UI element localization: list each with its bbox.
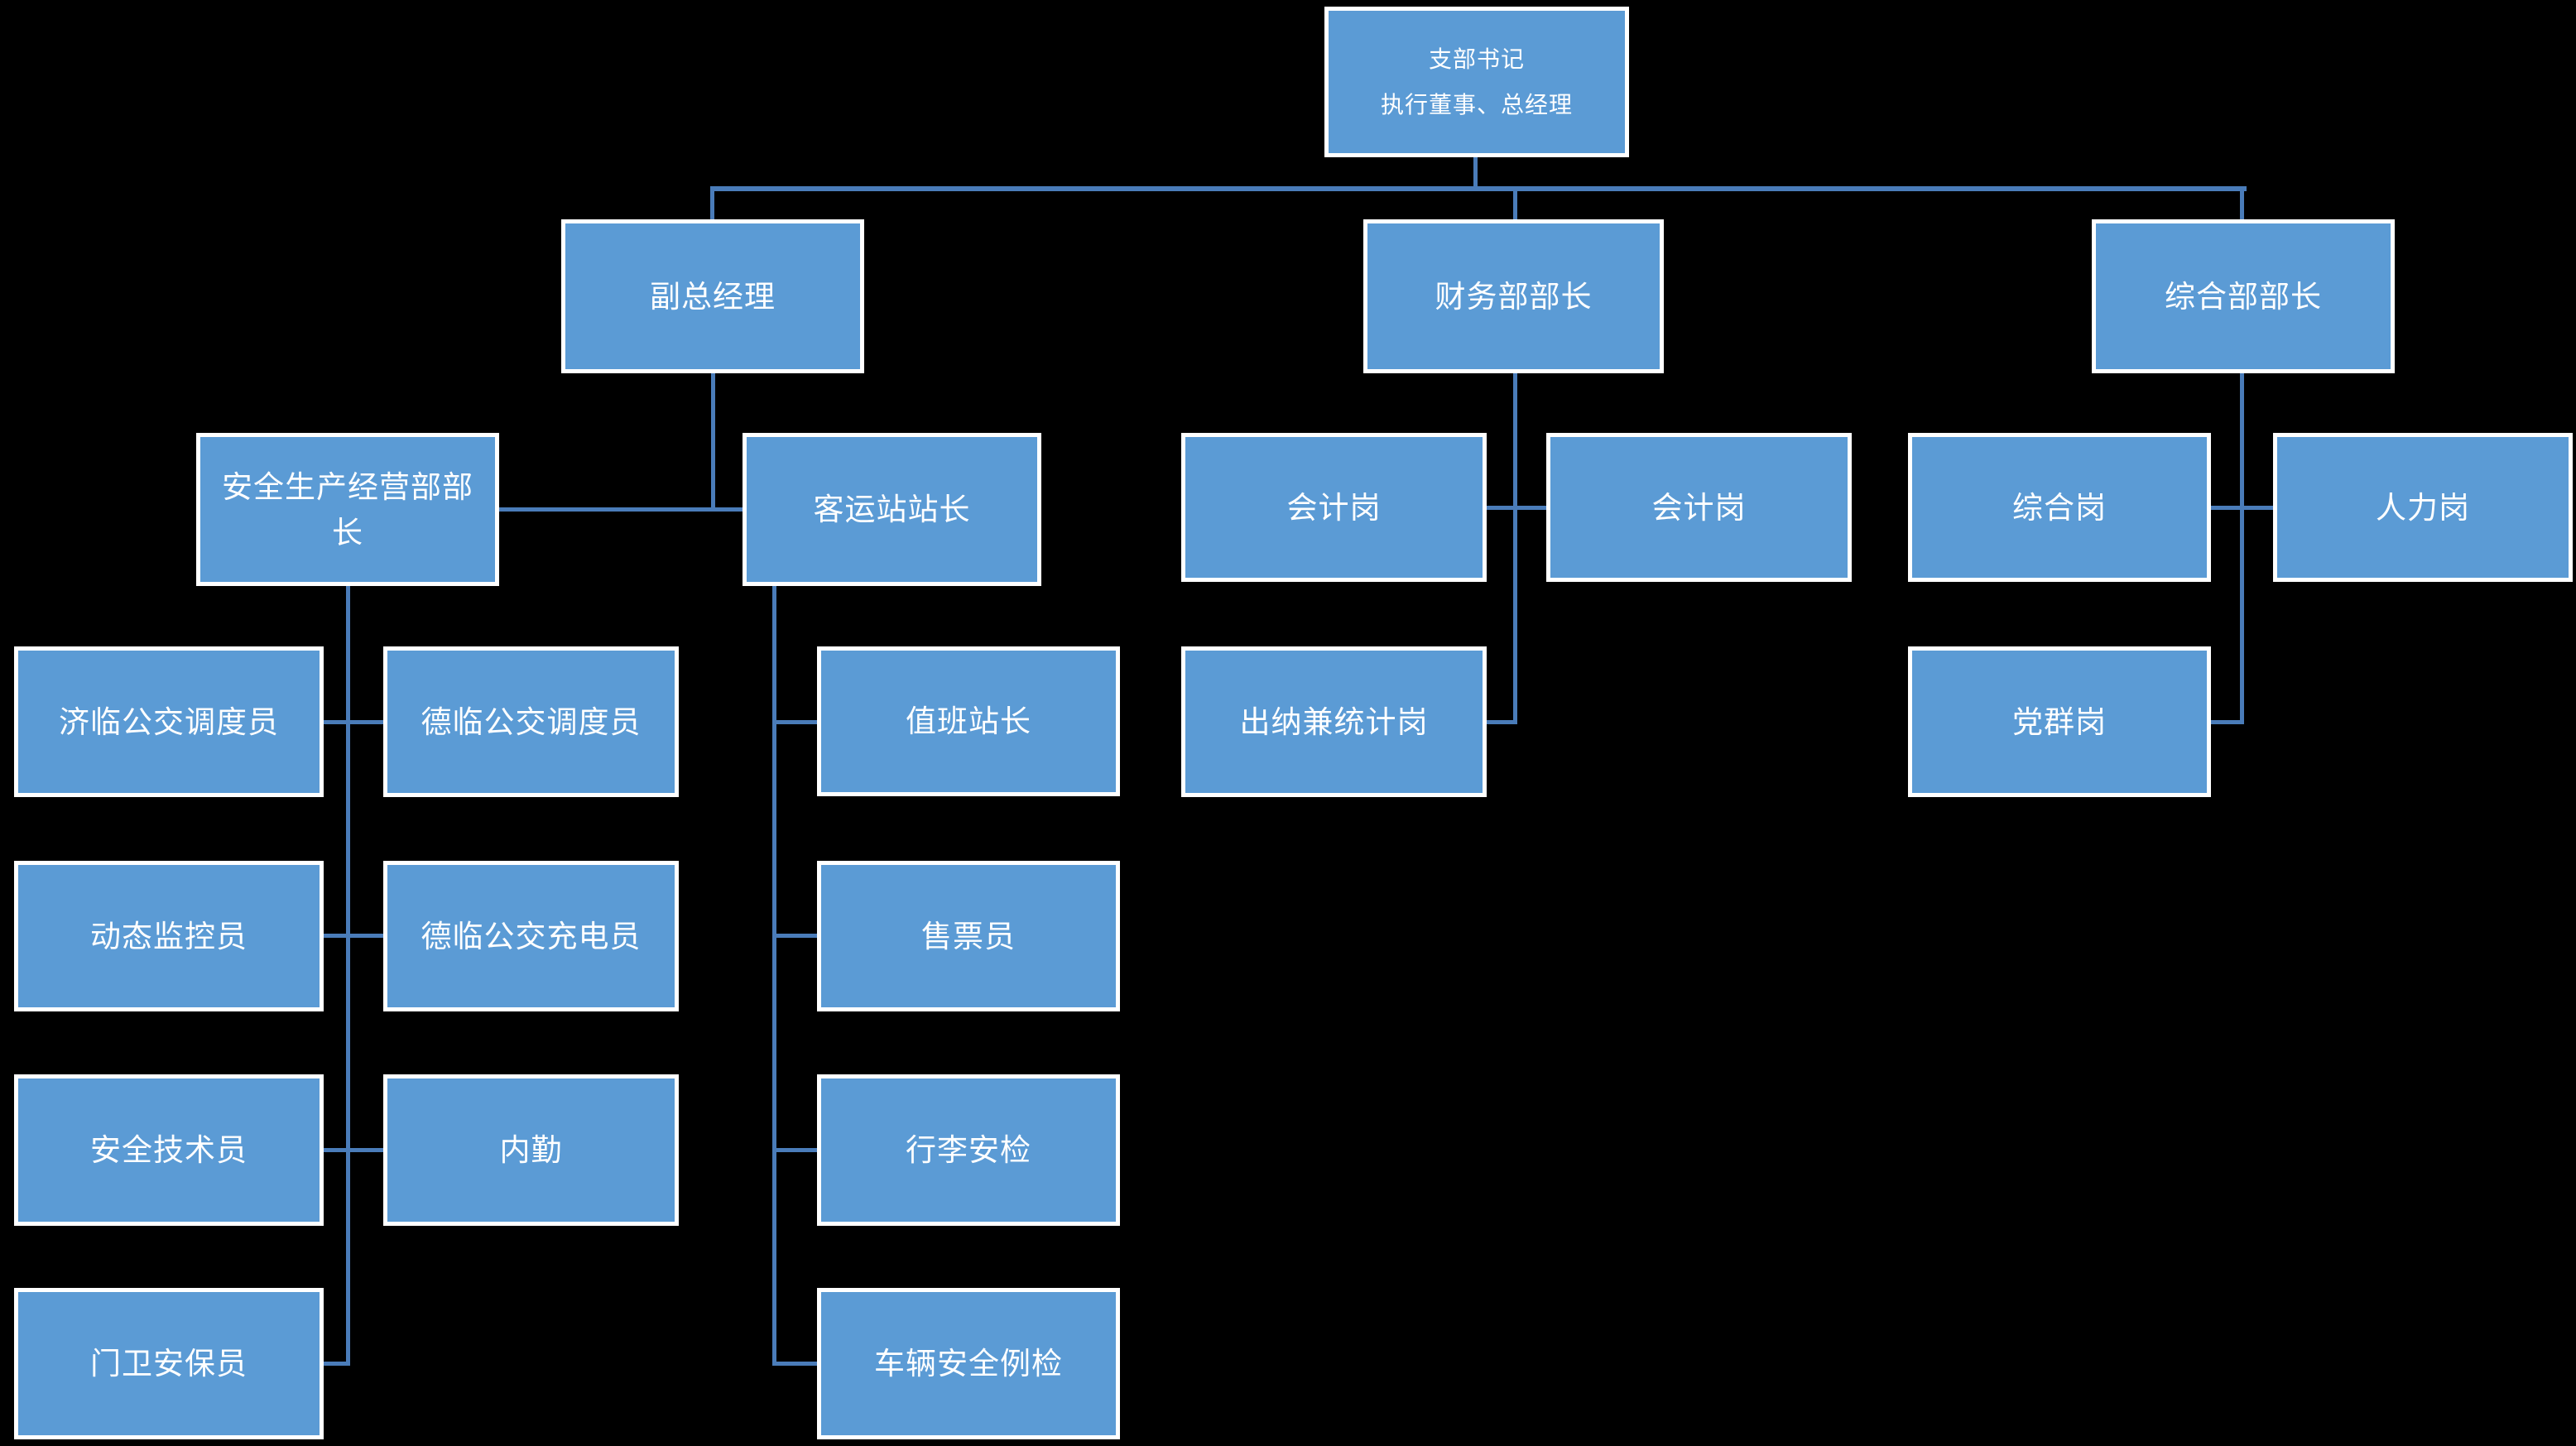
connector-station-stub-row2 [772, 934, 817, 938]
org-node-safety-technician: 安全技术员 [14, 1074, 324, 1226]
org-node-cashier-stat: 出纳兼统计岗 [1181, 646, 1487, 797]
org-node-label: 行李安检 [906, 1133, 1031, 1167]
connector-safety-spine [346, 584, 350, 1366]
org-node-label: 副总经理 [650, 279, 776, 314]
connector-drop-finance-head [1513, 189, 1517, 221]
org-node-hr-post: 人力岗 [2273, 433, 2573, 582]
org-node-label: 济临公交调度员 [59, 704, 279, 739]
org-node-label: 安全技术员 [90, 1133, 248, 1167]
org-node-general-post: 综合岗 [1908, 433, 2211, 582]
connector-general-stub-row1 [2211, 506, 2273, 510]
org-node-label: 动态监控员 [90, 919, 248, 954]
connector-station-stub-row3 [772, 1148, 817, 1152]
org-node-accountant-2: 会计岗 [1546, 433, 1852, 582]
org-node-label: 德临公交充电员 [421, 919, 642, 954]
connector-safety-stub-row2 [324, 934, 383, 938]
connector-deputy-children-bar [499, 507, 743, 512]
org-node-station-head: 客运站站长 [743, 433, 1041, 586]
org-node-gate-guard: 门卫安保员 [14, 1288, 324, 1439]
connector-safety-stub-row3 [324, 1148, 383, 1152]
connector-general-spine [2240, 372, 2244, 724]
org-node-dynamic-monitor: 动态监控员 [14, 861, 324, 1011]
org-node-finance-head: 财务部部长 [1363, 219, 1664, 373]
org-node-party-post: 党群岗 [1908, 646, 2211, 797]
org-node-duty-station-master: 值班站长 [817, 646, 1120, 796]
org-node-label: 党群岗 [2012, 704, 2107, 739]
org-node-label: 门卫安保员 [90, 1347, 248, 1381]
org-node-label: 车辆安全例检 [874, 1347, 1063, 1381]
org-node-delin-dispatcher: 德临公交调度员 [383, 646, 679, 797]
org-node-label: 客运站站长 [813, 492, 971, 526]
connector-station-stub-row1 [772, 720, 817, 724]
org-node-label: 会计岗 [1286, 490, 1382, 525]
connector-drop-deputy-gm [710, 186, 714, 221]
connector-drop-general-head [2240, 186, 2244, 221]
org-node-label: 德临公交调度员 [421, 704, 642, 739]
org-node-label: 安全生产经营部部长 [222, 469, 473, 550]
connector-finance-spine [1513, 372, 1517, 724]
org-node-general-head: 综合部部长 [2092, 219, 2395, 373]
org-node-label: 综合部部长 [2165, 279, 2322, 314]
org-node-safety-head: 安全生产经营部部长 [196, 433, 499, 586]
org-node-luggage-security: 行李安检 [817, 1074, 1120, 1226]
org-node-ticket-seller: 售票员 [817, 861, 1120, 1011]
connector-main-bus [710, 186, 2247, 191]
org-node-label: 会计岗 [1651, 490, 1747, 525]
org-node-label: 内勤 [499, 1133, 563, 1167]
connector-safety-stub-row1 [324, 720, 383, 724]
connector-finance-stub-cashier [1487, 720, 1517, 724]
org-node-root-title: 支部书记 [1428, 46, 1525, 72]
org-node-label: 财务部部长 [1435, 279, 1593, 314]
org-node-label: 人力岗 [2376, 490, 2470, 525]
connector-general-stub-party [2211, 720, 2244, 724]
org-node-jilin-dispatcher: 济临公交调度员 [14, 646, 324, 797]
org-node-label: 综合岗 [2012, 490, 2107, 525]
org-node-deputy-gm: 副总经理 [561, 219, 864, 373]
org-node-vehicle-inspection: 车辆安全例检 [817, 1288, 1120, 1439]
connector-finance-stub-accountants [1487, 506, 1546, 510]
connector-station-stub-row4 [772, 1362, 817, 1366]
org-node-label: 值班站长 [906, 704, 1031, 738]
org-node-label: 售票员 [921, 919, 1016, 954]
connector-deputy-stem [711, 372, 715, 510]
connector-station-spine [772, 584, 776, 1366]
org-node-root-subtitle: 执行董事、总经理 [1380, 92, 1573, 118]
org-node-label: 出纳兼统计岗 [1239, 704, 1429, 739]
org-node-internal-clerk: 内勤 [383, 1074, 679, 1226]
connector-root-stem [1473, 156, 1478, 189]
org-node-accountant-1: 会计岗 [1181, 433, 1487, 582]
org-node-root: 支部书记 执行董事、总经理 [1324, 7, 1629, 157]
connector-safety-stub-row4 [324, 1362, 350, 1366]
org-node-delin-charger: 德临公交充电员 [383, 861, 679, 1011]
